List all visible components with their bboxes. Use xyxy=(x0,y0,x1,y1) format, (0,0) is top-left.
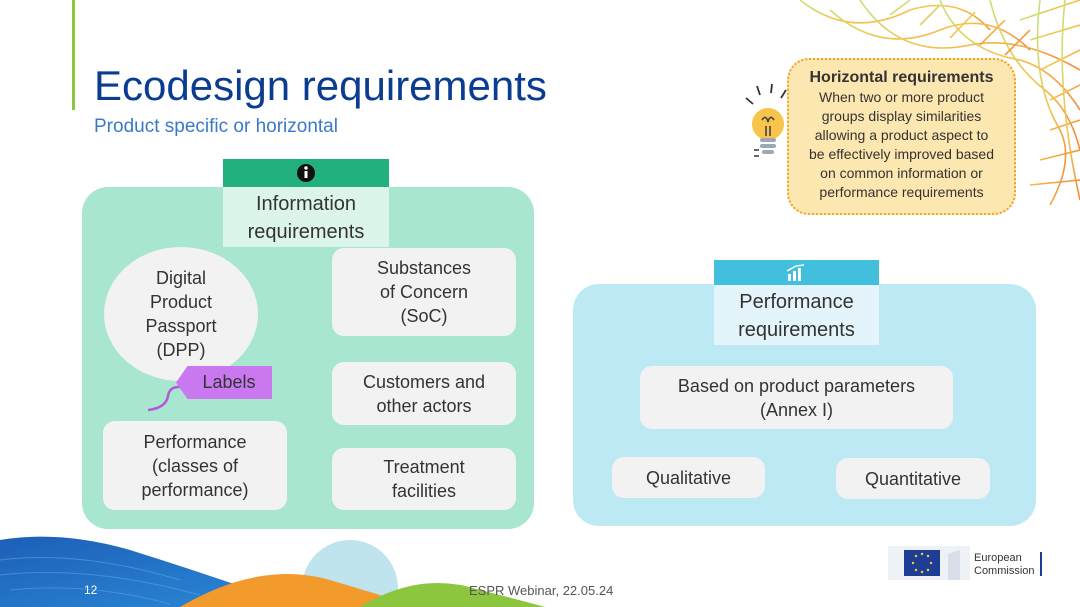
ec-logo-bar xyxy=(1040,552,1042,576)
information-header-line2: requirements xyxy=(247,221,365,243)
ec-line2: Commission xyxy=(974,565,1035,577)
quantitative-box: Quantitative xyxy=(836,458,990,499)
performance-tab xyxy=(714,260,879,285)
footer-text: ESPR Webinar, 22.05.24 xyxy=(469,583,614,598)
performance-classes-line: Performance xyxy=(143,431,247,452)
bar-chart-icon xyxy=(786,264,805,281)
information-header: Information requirements xyxy=(223,187,389,247)
eu-flag-icon xyxy=(888,546,970,580)
treatment-line: Treatment xyxy=(383,457,465,477)
soc-line: of Concern xyxy=(379,282,469,302)
customers-line: Customers and xyxy=(362,371,486,392)
performance-classes-line: performance) xyxy=(141,479,249,500)
information-header-line1: Information xyxy=(255,193,357,215)
customers-line: other actors xyxy=(376,395,472,416)
dpp-line: Product xyxy=(149,292,213,312)
labels-tag: Labels xyxy=(176,366,272,399)
callout-line: on common information or xyxy=(820,165,983,181)
callout-line: be effectively improved based xyxy=(809,146,994,162)
soc-line: Substances xyxy=(376,258,472,278)
performance-classes-line: (classes of xyxy=(151,455,238,476)
ec-logo-text: European Commission xyxy=(974,552,1035,578)
callout-line: allowing a product aspect to xyxy=(814,127,989,143)
callout-line: When two or more product xyxy=(819,89,984,105)
product-parameters-line: (Annex I) xyxy=(759,399,833,420)
callout-title: Horizontal requirements xyxy=(809,69,994,86)
performance-header: Performance requirements xyxy=(714,285,879,345)
dpp-circle: Digital Product Passport (DPP) xyxy=(104,247,258,381)
slide-title: Ecodesign requirements xyxy=(94,62,547,109)
callout-line: performance requirements xyxy=(819,184,984,200)
customers-box: Customers and other actors xyxy=(332,362,516,425)
treatment-line: facilities xyxy=(391,481,457,501)
treatment-box: Treatment facilities xyxy=(332,448,516,510)
soc-line: (SoC) xyxy=(400,306,448,326)
information-tab xyxy=(223,159,389,187)
performance-header-line1: Performance xyxy=(739,291,854,313)
product-parameters-box: Based on product parameters (Annex I) xyxy=(640,366,953,429)
dpp-line: Passport xyxy=(145,316,217,336)
soc-box: Substances of Concern (SoC) xyxy=(332,248,516,336)
slide-subtitle: Product specific or horizontal xyxy=(94,116,338,137)
leaf-pattern-decoration xyxy=(799,0,1080,205)
info-icon xyxy=(297,164,315,182)
qualitative-box: Qualitative xyxy=(612,457,765,498)
product-parameters-line: Based on product parameters xyxy=(677,375,916,396)
horizontal-requirements-callout: Horizontal requirements When two or more… xyxy=(787,58,1016,215)
ec-line1: European xyxy=(974,552,1022,564)
callout-line: groups display similarities xyxy=(821,108,982,124)
bottom-decoration xyxy=(0,536,545,607)
dpp-line: Digital xyxy=(155,268,206,288)
lightbulb-icon xyxy=(745,83,787,157)
labels-string-decoration xyxy=(147,385,186,412)
dpp-line: (DPP) xyxy=(156,340,206,360)
title-accent-bar xyxy=(72,0,75,110)
page-number: 12 xyxy=(84,583,98,597)
performance-classes-box: Performance (classes of performance) xyxy=(103,421,287,510)
performance-header-line2: requirements xyxy=(738,319,855,341)
